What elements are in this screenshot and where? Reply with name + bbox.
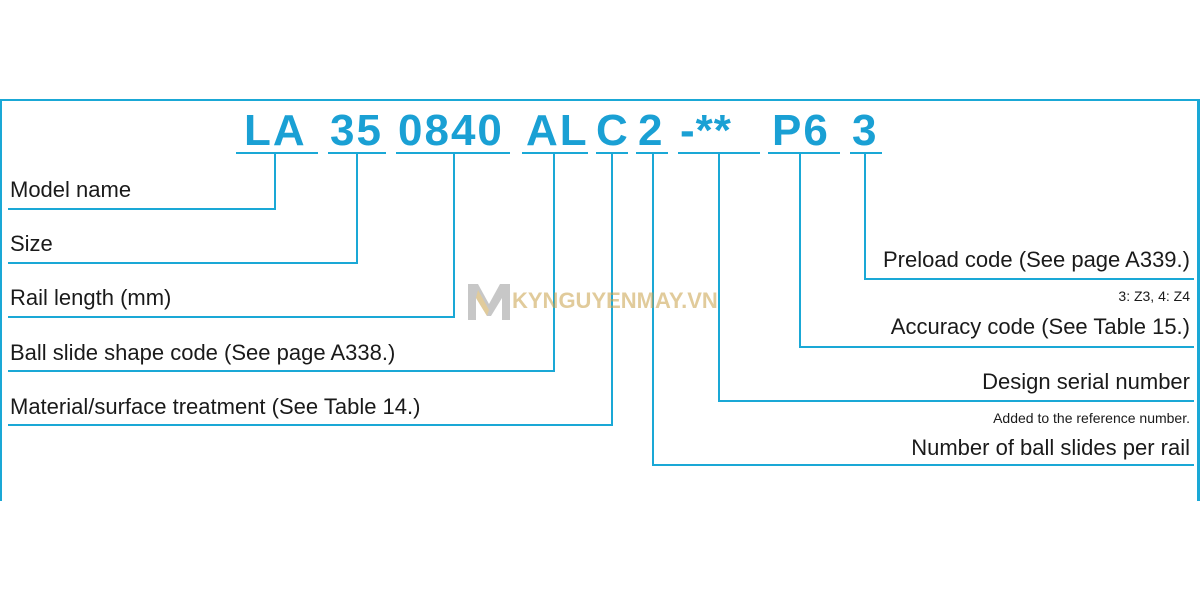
- underline-ball-slide-shape: [522, 152, 588, 154]
- code-size: 35: [330, 106, 383, 155]
- leader-rail-length-horizontal: [8, 316, 455, 318]
- underline-model: [236, 152, 318, 154]
- underline-rail-length: [396, 152, 510, 154]
- leader-ball-slide-shape-horizontal: [8, 370, 555, 372]
- label-design-serial: Design serial number: [982, 369, 1190, 394]
- leader-material-horizontal: [8, 424, 613, 426]
- leader-accuracy-vertical: [799, 154, 801, 348]
- leader-rail-length-vertical: [453, 154, 455, 318]
- leader-accuracy-horizontal: [799, 346, 1194, 348]
- label-accuracy: Accuracy code (See Table 15.): [890, 314, 1190, 339]
- logo-m-icon: [468, 284, 510, 320]
- underline-slides-per-rail: [636, 152, 668, 154]
- label-ball-slide-shape: Ball slide shape code (See page A338.): [10, 340, 396, 365]
- code-slides-per-rail: 2: [638, 106, 665, 155]
- leader-preload-vertical: [864, 154, 866, 280]
- label-preload: Preload code (See page A339.): [882, 247, 1190, 272]
- underline-size: [328, 152, 386, 154]
- code-ball-slide-shape: AL: [526, 106, 589, 155]
- label-slides-per-rail: Number of ball slides per rail: [911, 435, 1190, 460]
- code-accuracy: P6: [772, 106, 830, 155]
- label-rail-length: Rail length (mm): [10, 285, 172, 310]
- code-material: C: [596, 106, 630, 155]
- note-preload: 3: Z3, 4: Z4: [1118, 288, 1190, 304]
- note-design-serial: Added to the reference number.: [993, 410, 1190, 426]
- underline-design-serial: [678, 152, 760, 154]
- leader-design-serial-horizontal: [718, 400, 1194, 402]
- leader-size-horizontal: [8, 262, 358, 264]
- underline-preload: [850, 152, 882, 154]
- watermark-text: KYNGUYENMAY.VN: [512, 288, 718, 313]
- underline-accuracy: [768, 152, 840, 154]
- frame-left-border: [0, 99, 2, 501]
- code-model: LA: [244, 106, 307, 155]
- code-preload: 3: [852, 106, 879, 155]
- leader-model-vertical: [274, 154, 276, 210]
- code-design-serial: -**: [680, 106, 732, 155]
- leader-slides-per-rail-vertical: [652, 154, 654, 466]
- leader-ball-slide-shape-vertical: [553, 154, 555, 372]
- leader-design-serial-vertical: [718, 154, 720, 402]
- code-rail-length: 0840: [398, 106, 504, 155]
- watermark: KYNGUYENMAY.VN: [466, 280, 746, 324]
- label-model-name: Model name: [10, 177, 132, 202]
- frame-right-border: [1197, 99, 1200, 501]
- label-size: Size: [10, 231, 53, 256]
- frame-top-border: [0, 99, 1200, 101]
- leader-preload-horizontal: [864, 278, 1194, 280]
- label-material: Material/surface treatment (See Table 14…: [10, 394, 421, 419]
- underline-material: [596, 152, 628, 154]
- leader-slides-per-rail-horizontal: [652, 464, 1194, 466]
- leader-model-horizontal: [8, 208, 276, 210]
- leader-size-vertical: [356, 154, 358, 264]
- leader-material-vertical: [611, 154, 613, 426]
